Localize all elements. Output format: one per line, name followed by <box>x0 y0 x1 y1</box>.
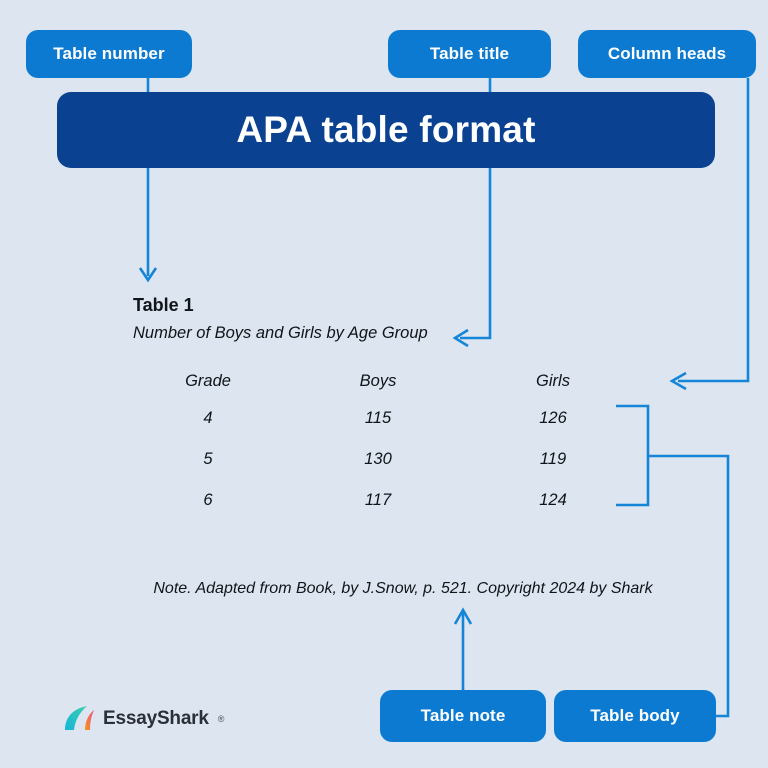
table-header-row: Grade Boys Girls <box>133 366 633 398</box>
column-head-boys: Boys <box>359 372 397 391</box>
callout-table-number[interactable]: Table number <box>26 30 192 78</box>
cell-girls: 124 <box>539 490 567 509</box>
cell-boys: 117 <box>364 490 392 509</box>
callout-table-number-label: Table number <box>53 44 165 63</box>
callout-table-body[interactable]: Table body <box>554 690 716 742</box>
cell-grade: 6 <box>203 490 213 509</box>
table-header: Grade Boys Girls <box>133 366 633 398</box>
callout-table-title-label: Table title <box>429 44 510 63</box>
table-body: 4 115 126 5 130 119 6 117 124 <box>133 398 633 521</box>
arrowhead-table-number <box>138 267 158 283</box>
cell-grade: 4 <box>203 408 213 427</box>
arrowhead-column-heads <box>669 371 687 391</box>
page-title: APA table format <box>236 109 536 150</box>
cell-girls: 126 <box>539 408 567 427</box>
callout-table-body-label: Table body <box>590 706 680 725</box>
callout-table-title[interactable]: Table title <box>388 30 551 78</box>
callout-column-heads-label: Column heads <box>607 44 727 63</box>
shark-fin-logo-icon <box>65 706 94 730</box>
table-row: 4 115 126 <box>133 398 633 439</box>
callout-column-heads[interactable]: Column heads <box>578 30 756 78</box>
cell-boys: 115 <box>364 408 392 427</box>
column-head-grade: Grade <box>185 372 231 391</box>
cell-girls: 119 <box>539 449 567 468</box>
table-title-caption: Number of Boys and Girls by Age Group <box>133 323 428 342</box>
registered-trademark-icon: ® <box>217 714 225 724</box>
column-head-girls: Girls <box>536 372 570 391</box>
table-row: 6 117 124 <box>133 480 633 521</box>
essayshark-logo[interactable]: EssayShark ® <box>62 704 224 734</box>
data-table: Grade Boys Girls 4 115 126 5 130 119 6 <box>133 366 633 521</box>
callout-table-note[interactable]: Table note <box>380 690 546 742</box>
table-note-text: Note. Adapted from Book, by J.Snow, p. 5… <box>153 580 653 597</box>
logo-wordmark: EssayShark <box>103 708 209 729</box>
callout-table-note-label: Table note <box>420 706 506 725</box>
table-row: 5 130 119 <box>133 439 633 480</box>
banner: APA table format <box>57 92 715 168</box>
apa-table-sample: Table 1 Number of Boys and Girls by Age … <box>133 294 633 521</box>
table-number-label: Table 1 <box>133 295 194 315</box>
cell-boys: 130 <box>364 449 392 468</box>
cell-grade: 5 <box>203 449 213 468</box>
arrowhead-table-note <box>453 607 473 625</box>
